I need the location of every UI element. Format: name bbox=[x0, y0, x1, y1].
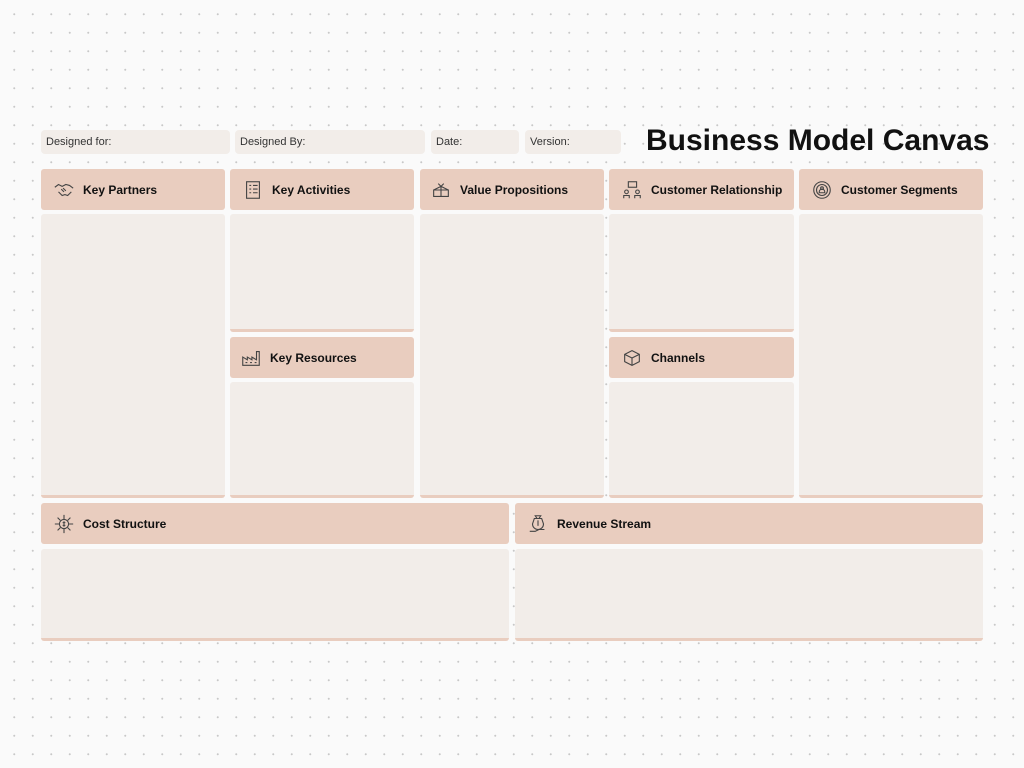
dollar-network-icon bbox=[54, 514, 74, 533]
customer-relationship-header: Customer Relationship bbox=[609, 169, 794, 210]
handshake-icon bbox=[54, 183, 74, 196]
key-activities-header: Key Activities bbox=[230, 169, 414, 210]
target-person-icon bbox=[813, 180, 831, 199]
section-label: Key Partners bbox=[83, 182, 158, 197]
designed-by-field[interactable]: Designed By: bbox=[235, 130, 425, 154]
designed-for-field[interactable]: Designed for: bbox=[41, 130, 230, 154]
section-label: Customer Relationship bbox=[651, 182, 783, 197]
revenue-stream-panel[interactable] bbox=[515, 549, 983, 641]
cost-structure-header: Cost Structure bbox=[41, 503, 509, 544]
delivery-box-icon bbox=[624, 349, 640, 366]
gift-box-icon bbox=[433, 182, 449, 197]
key-resources-header: Key Resources bbox=[230, 337, 414, 378]
key-partners-header: Key Partners bbox=[41, 169, 225, 210]
cost-structure-panel[interactable] bbox=[41, 549, 509, 641]
key-resources-panel[interactable] bbox=[230, 382, 414, 498]
version-field[interactable]: Version: bbox=[525, 130, 621, 154]
money-bag-hand-icon bbox=[529, 514, 545, 532]
section-label: Key Activities bbox=[272, 182, 351, 197]
date-field[interactable]: Date: bbox=[431, 130, 519, 154]
page-title: Business Model Canvas bbox=[646, 124, 990, 157]
checklist-icon bbox=[246, 180, 260, 199]
section-label: Key Resources bbox=[270, 350, 357, 365]
revenue-stream-header: Revenue Stream bbox=[515, 503, 983, 544]
section-label: Value Propositions bbox=[460, 182, 569, 197]
channels-header: Channels bbox=[609, 337, 794, 378]
customer-segments-panel[interactable] bbox=[799, 214, 983, 498]
section-label: Channels bbox=[651, 350, 706, 365]
customer-segments-header: Customer Segments bbox=[799, 169, 983, 210]
section-label: Revenue Stream bbox=[557, 516, 652, 531]
section-label: Customer Segments bbox=[841, 182, 958, 197]
key-activities-panel[interactable] bbox=[230, 214, 414, 332]
section-label: Cost Structure bbox=[83, 516, 167, 531]
value-propositions-header: Value Propositions bbox=[420, 169, 604, 210]
value-propositions-panel[interactable] bbox=[420, 214, 604, 498]
factory-icon bbox=[242, 350, 260, 366]
key-partners-panel[interactable] bbox=[41, 214, 225, 498]
people-chat-icon bbox=[623, 180, 641, 198]
channels-panel[interactable] bbox=[609, 382, 794, 498]
customer-relationship-panel[interactable] bbox=[609, 214, 794, 332]
